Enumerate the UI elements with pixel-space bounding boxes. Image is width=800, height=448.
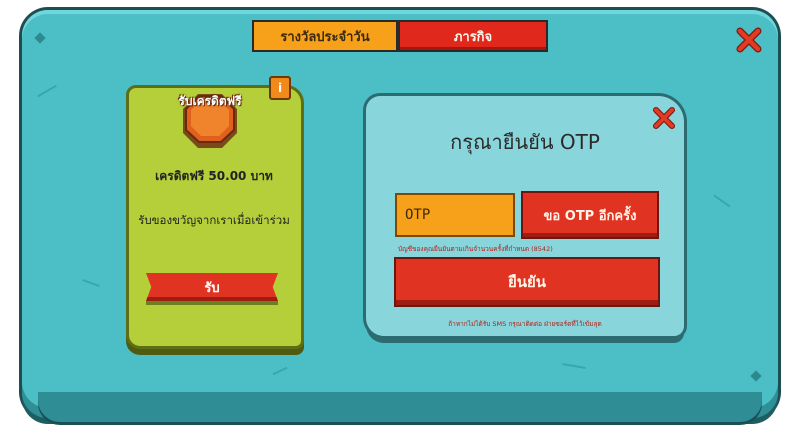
tab-daily-reward[interactable]: รางวัลประจำวัน	[252, 20, 398, 52]
otp-title: กรุณายืนยัน OTP	[450, 130, 600, 154]
stone-crack	[562, 362, 586, 370]
stone-crack	[713, 194, 731, 208]
claim-button[interactable]: รับ	[146, 273, 278, 301]
info-icon[interactable]: i	[269, 76, 291, 100]
otp-limit-note: บัญชีของคุณยืนยันตามเกินจำนวนครั้งที่กำห…	[398, 245, 553, 253]
stone-crack	[36, 84, 58, 98]
close-otp-icon[interactable]	[652, 106, 676, 130]
credit-amount-text: เครดิตฟรี 50.00 บาท	[155, 169, 273, 183]
welcome-gift-text: รับของขวัญจากเราเมื่อเข้าร่วม	[138, 213, 290, 227]
octagon-badge-icon	[183, 94, 237, 148]
stone-crack	[82, 278, 100, 288]
tab-mission[interactable]: ภารกิจ	[398, 20, 548, 52]
close-icon[interactable]	[735, 26, 763, 54]
resend-otp-button[interactable]: ขอ OTP อีกครั้ง	[523, 193, 657, 237]
confirm-otp-button[interactable]: ยืนยัน	[396, 259, 658, 305]
stone-crack	[272, 366, 288, 376]
sms-help-text: ถ้าหากไม่ได้รับ SMS กรุณาติดต่อ ฝ่ายซอร์…	[448, 320, 602, 328]
otp-input[interactable]	[395, 193, 515, 237]
board-base	[38, 392, 762, 422]
claim-button-shadow	[146, 301, 278, 305]
badge-label: รับเครดิตฟรี	[178, 94, 242, 108]
